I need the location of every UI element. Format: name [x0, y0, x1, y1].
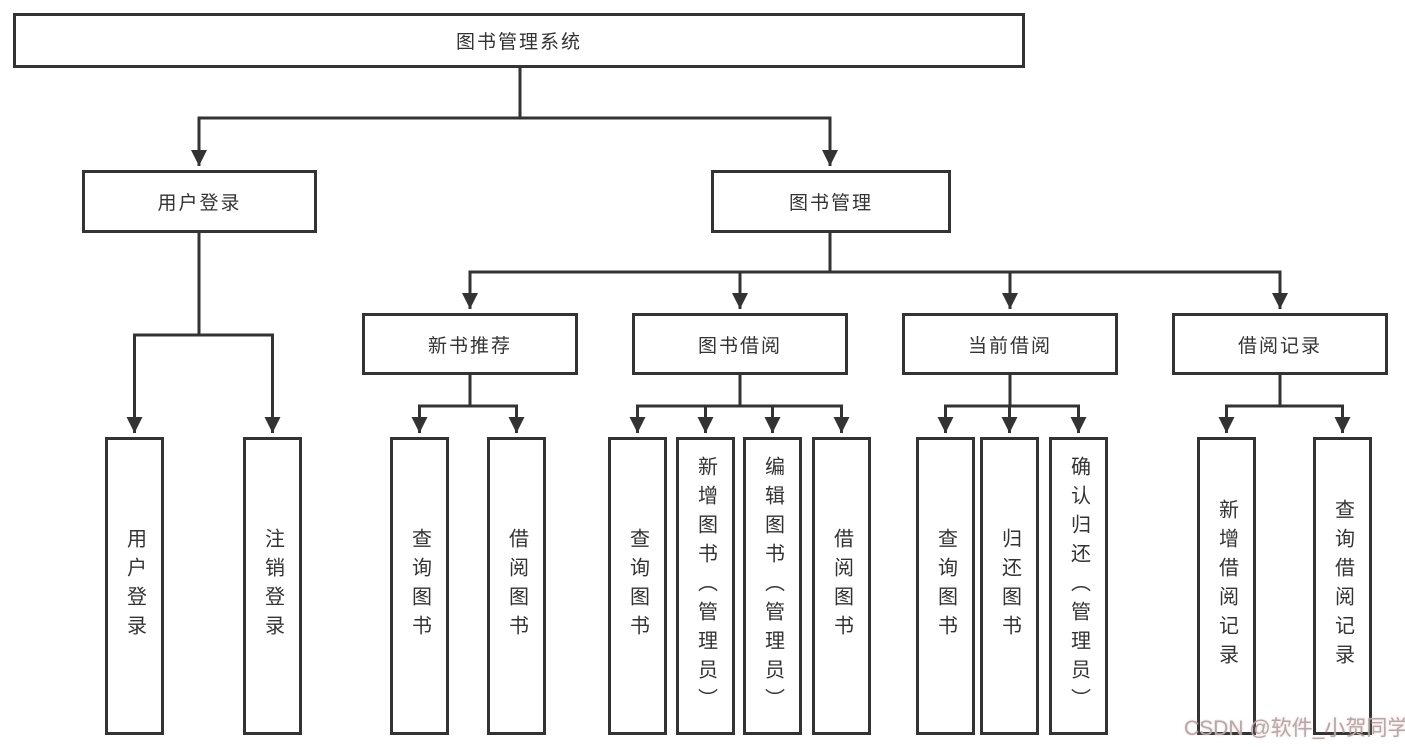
leaf-record-add-label: 新增借阅记录	[1215, 499, 1238, 673]
leaf-borrow-query-label: 查询图书	[626, 528, 649, 644]
leaf-current-return-label: 归还图书	[998, 528, 1021, 644]
leaf-logout: 注销登录	[243, 437, 302, 735]
leaf-user-login: 用户登录	[105, 437, 164, 735]
leaf-borrow-edit-admin: 编辑图书（管理员）	[743, 437, 802, 735]
node-borrow-record: 借阅记录	[1172, 313, 1388, 375]
csdn-watermark: CSDN @软件_小贺同学	[1184, 717, 1405, 740]
node-root-label: 图书管理系统	[455, 32, 582, 53]
leaf-borrow-edit-admin-label: 编辑图书（管理员）	[761, 455, 784, 717]
leaf-newbook-query-label: 查询图书	[408, 528, 431, 644]
leaf-record-query: 查询借阅记录	[1313, 437, 1372, 735]
leaf-current-return: 归还图书	[980, 437, 1039, 735]
node-book-borrow: 图书借阅	[632, 313, 848, 375]
leaf-record-add: 新增借阅记录	[1197, 437, 1256, 735]
leaf-current-confirm-admin: 确认归还（管理员）	[1049, 437, 1108, 735]
node-new-book-recommend-label: 新书推荐	[427, 335, 512, 357]
node-user-login: 用户登录	[82, 170, 317, 233]
leaf-borrow-query: 查询图书	[608, 437, 667, 735]
leaf-current-query-label: 查询图书	[934, 528, 957, 644]
leaf-logout-label: 注销登录	[261, 528, 284, 644]
node-book-borrow-label: 图书借阅	[697, 335, 782, 357]
leaf-newbook-borrow: 借阅图书	[487, 437, 546, 735]
node-borrow-record-label: 借阅记录	[1237, 335, 1322, 357]
leaf-user-login-label: 用户登录	[123, 528, 146, 644]
leaf-borrow-book: 借阅图书	[812, 437, 871, 735]
leaf-newbook-query: 查询图书	[390, 437, 449, 735]
leaf-borrow-book-label: 借阅图书	[830, 528, 853, 644]
node-root-system: 图书管理系统	[13, 13, 1025, 68]
node-book-management: 图书管理	[711, 170, 951, 233]
node-current-borrow-label: 当前借阅	[967, 335, 1052, 357]
node-user-login-label: 用户登录	[157, 193, 242, 214]
leaf-borrow-add-admin-label: 新增图书（管理员）	[694, 455, 717, 717]
leaf-current-query: 查询图书	[916, 437, 975, 735]
leaf-newbook-borrow-label: 借阅图书	[505, 528, 528, 644]
node-book-management-label: 图书管理	[788, 193, 873, 214]
node-current-borrow: 当前借阅	[902, 313, 1118, 375]
leaf-record-query-label: 查询借阅记录	[1331, 499, 1354, 673]
leaf-borrow-add-admin: 新增图书（管理员）	[676, 437, 735, 735]
leaf-current-confirm-admin-label: 确认归还（管理员）	[1067, 455, 1090, 717]
node-new-book-recommend: 新书推荐	[362, 313, 578, 375]
